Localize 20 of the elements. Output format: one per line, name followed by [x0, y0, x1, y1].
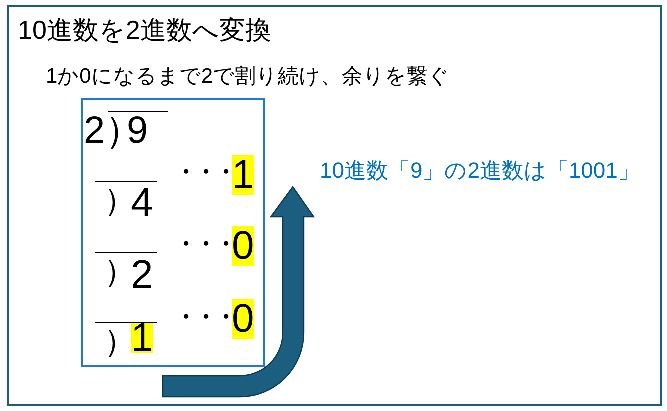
dividend-number: 9	[127, 113, 148, 149]
leader-dots: ・・・	[174, 306, 234, 330]
remainder-digit: 1	[232, 155, 254, 195]
division-bracket: ）	[104, 255, 120, 287]
division-bracket: ）	[104, 325, 120, 357]
remainder-digit: 0	[232, 299, 254, 339]
leader-dots: ・・・	[174, 233, 234, 257]
quotient-number: 2	[131, 255, 154, 295]
title-text: 10進数を2進数へ変換	[18, 15, 272, 45]
division-bracket: ）	[104, 184, 120, 216]
result-text: 10進数「9」の2進数は「1001」	[320, 157, 640, 185]
division-box	[81, 98, 265, 367]
remainder-digit: 0	[232, 226, 254, 266]
leader-dots: ・・・	[174, 161, 234, 185]
quotient-number: 4	[131, 183, 154, 223]
quotient-number: 1	[131, 323, 154, 353]
outer-frame	[7, 5, 662, 406]
arrow	[162, 186, 315, 398]
subtitle-text: 1か0になるまで2で割り続け、余りを繋ぐ	[46, 64, 450, 90]
divisor-text: 2）	[84, 113, 120, 149]
